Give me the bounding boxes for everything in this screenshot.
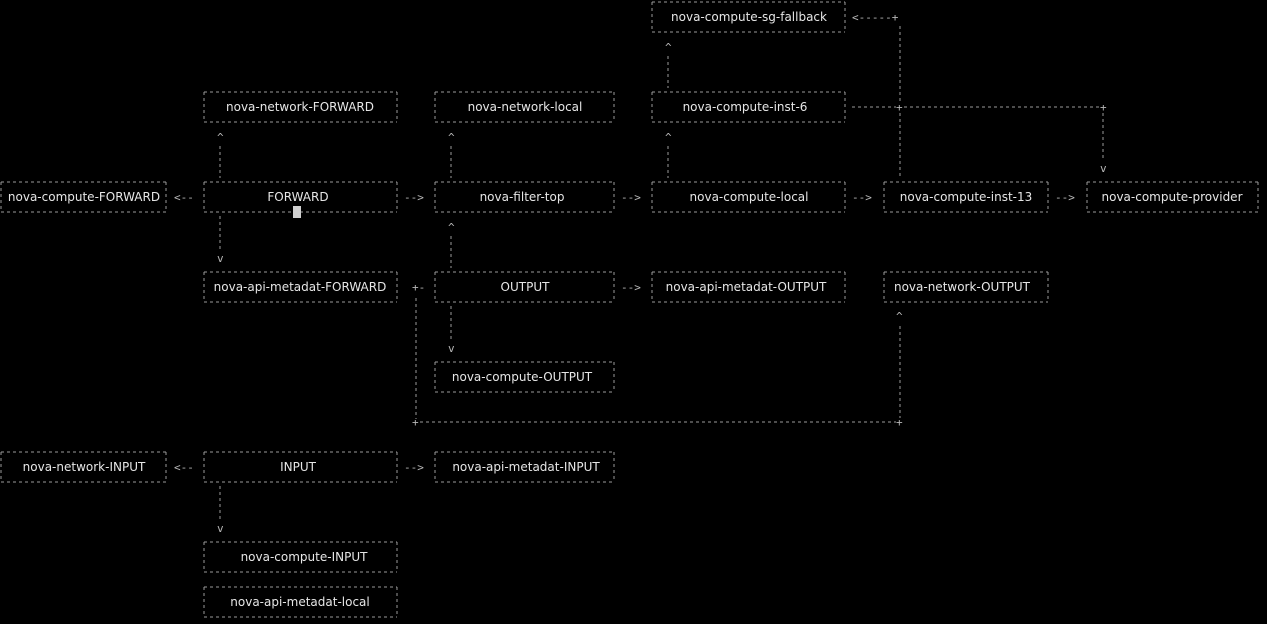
arrow-up: ^ [896, 310, 903, 323]
chain-box-nova-compute-input: nova-compute-INPUT [203, 541, 398, 573]
connector-nova-compute-inst-6-to-sg-fallback: ^ [665, 41, 672, 88]
output-junction: +- [412, 281, 425, 294]
arrow-forward-to-nova-compute-forward: <-- [174, 191, 194, 204]
arrow-output-to-nova-api-metadat-output: --> [621, 281, 641, 294]
arrow-nova-filter-top-to-nova-compute-local: --> [621, 191, 641, 204]
connector-nova-filter-top-to-nova-network-local: ^ [448, 131, 455, 178]
chain-box-nova-compute-inst-6: nova-compute-inst-6 [651, 91, 846, 123]
chain-label-nova-compute-inst-6: nova-compute-inst-6 [683, 100, 808, 114]
chain-box-nova-compute-local: nova-compute-local [651, 181, 846, 213]
svg-text:+: + [412, 416, 419, 429]
arrow-nova-compute-inst-13-to-nova-compute-provider: --> [1055, 191, 1075, 204]
chain-box-nova-compute-inst-13: nova-compute-inst-13 [883, 181, 1049, 213]
chain-label-nova-compute-inst-13: nova-compute-inst-13 [900, 190, 1033, 204]
chain-label-nova-compute-sg-fallback: nova-compute-sg-fallback [671, 10, 827, 24]
arrow-down: v [448, 342, 455, 355]
chain-label-nova-network-forward: nova-network-FORWARD [226, 100, 374, 114]
connector-forward-to-nova-network-forward: ^ [217, 131, 224, 178]
chain-box-nova-compute-output: nova-compute-OUTPUT [434, 361, 615, 393]
chain-label-nova-filter-top: nova-filter-top [480, 190, 565, 204]
chain-label-nova-api-metadat-output: nova-api-metadat-OUTPUT [666, 280, 827, 294]
chain-box-nova-api-metadat-input: nova-api-metadat-INPUT [434, 451, 615, 483]
chain-box-nova-api-metadat-forward: nova-api-metadat-FORWARD [203, 271, 398, 303]
arrow-up: ^ [665, 131, 672, 144]
chain-box-output: OUTPUT [434, 271, 615, 303]
chain-label-output: OUTPUT [501, 280, 551, 294]
svg-text:+: + [1100, 101, 1107, 114]
chain-box-nova-network-forward: nova-network-FORWARD [203, 91, 398, 123]
chain-label-nova-network-local: nova-network-local [468, 100, 583, 114]
chain-box-nova-compute-forward: nova-compute-FORWARD [0, 181, 167, 213]
chain-label-nova-compute-output: nova-compute-OUTPUT [452, 370, 593, 384]
chain-box-input: INPUT [203, 451, 398, 483]
chain-box-nova-compute-sg-fallback: nova-compute-sg-fallback [651, 1, 846, 33]
chain-label-nova-compute-input: nova-compute-INPUT [241, 550, 369, 564]
connector-forward-to-nova-api-metadat-forward: v [217, 216, 224, 265]
text-cursor [293, 206, 301, 218]
chain-label-nova-compute-local: nova-compute-local [690, 190, 809, 204]
chain-label-nova-network-output: nova-network-OUTPUT [894, 280, 1031, 294]
chain-box-nova-filter-top: nova-filter-top [434, 181, 615, 213]
chain-label-nova-api-metadat-forward: nova-api-metadat-FORWARD [214, 280, 387, 294]
connector-output-to-nova-compute-output: v [448, 306, 455, 355]
chain-label-forward: FORWARD [267, 190, 328, 204]
arrow-up: ^ [217, 131, 224, 144]
chain-label-nova-api-metadat-input: nova-api-metadat-INPUT [452, 460, 600, 474]
connector-input-to-nova-compute-input: v [217, 486, 224, 535]
chain-label-nova-compute-forward: nova-compute-FORWARD [8, 190, 160, 204]
chain-box-nova-network-input: nova-network-INPUT [0, 451, 167, 483]
arrow-down: v [217, 522, 224, 535]
chain-box-forward: FORWARD [203, 181, 398, 218]
arrow-input-to-nova-api-metadat-input: --> [404, 461, 424, 474]
chain-label-nova-compute-provider: nova-compute-provider [1102, 190, 1243, 204]
chain-box-nova-api-metadat-output: nova-api-metadat-OUTPUT [651, 271, 846, 303]
svg-text:+: + [896, 416, 903, 429]
arrow-up: ^ [665, 41, 672, 54]
connector-nova-compute-local-to-nova-compute-inst-6: ^ [665, 131, 672, 178]
connector-nova-compute-inst-6-branch: + + v [852, 26, 1107, 178]
arrow-nova-compute-local-to-nova-compute-inst-13: --> [852, 191, 872, 204]
chain-box-nova-api-metadat-local: nova-api-metadat-local [203, 586, 398, 618]
connector-output-to-nova-filter-top: ^ [448, 221, 455, 268]
chain-box-nova-network-output: nova-network-OUTPUT [883, 271, 1049, 303]
chain-label-input: INPUT [280, 460, 317, 474]
chain-box-nova-network-local: nova-network-local [434, 91, 615, 123]
arrow-up: ^ [448, 131, 455, 144]
svg-text:+: + [896, 101, 903, 114]
arrow-down: v [217, 252, 224, 265]
arrow-input-to-nova-network-input: <-- [174, 461, 194, 474]
arrow-into-nova-compute-sg-fallback: <-----+ [852, 11, 899, 24]
chain-box-nova-compute-provider: nova-compute-provider [1086, 181, 1259, 213]
chain-label-nova-api-metadat-local: nova-api-metadat-local [230, 595, 369, 609]
connector-output-to-nova-network-output: + + ^ [412, 298, 903, 429]
arrow-up: ^ [448, 221, 455, 234]
chain-label-nova-network-input: nova-network-INPUT [23, 460, 146, 474]
arrow-down: v [1100, 162, 1107, 175]
arrow-forward-to-nova-filter-top: --> [404, 191, 424, 204]
